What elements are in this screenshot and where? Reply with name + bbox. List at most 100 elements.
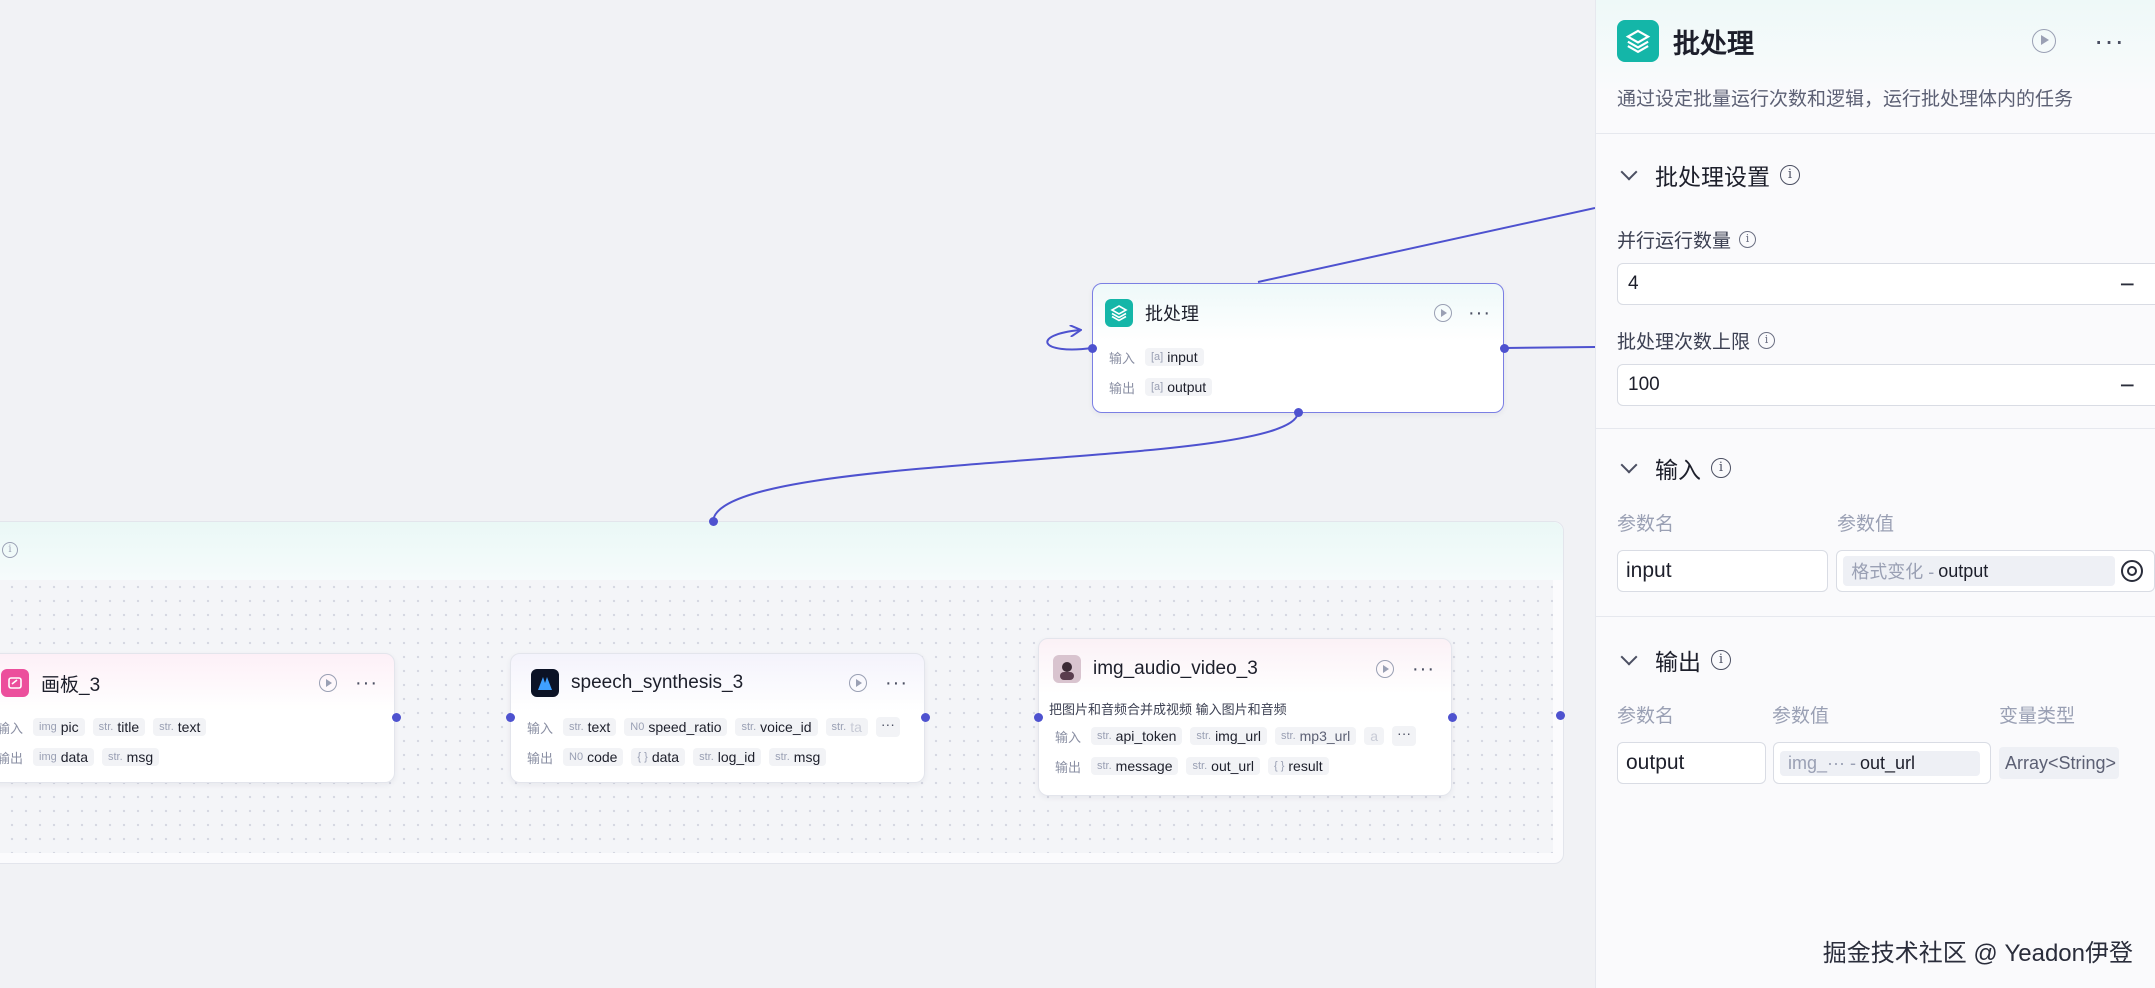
node-settings-panel: 批处理 ··· 通过设定批量运行次数和逻辑，运行批处理体内的任务 批处理设置 i… xyxy=(1595,0,2155,988)
speech-output-port[interactable] xyxy=(921,713,930,722)
field-label: 并行运行数量 xyxy=(1617,231,1732,252)
param-value-reference[interactable]: 格式变化 -output xyxy=(1836,550,2155,592)
workflow-canvas[interactable]: i 批处理 ··· 输入 [a]input 输出 [a]output xyxy=(0,0,1595,988)
more-options-icon[interactable]: ··· xyxy=(355,672,378,694)
decrement-button[interactable]: − xyxy=(2119,369,2135,400)
more-options-icon[interactable]: ··· xyxy=(2094,25,2125,56)
section-toggle[interactable]: 批处理设置 i xyxy=(1617,158,2155,192)
info-icon[interactable]: i xyxy=(1711,458,1731,478)
wire-batch-loop xyxy=(1046,330,1093,351)
field-label: 批处理次数上限 xyxy=(1617,332,1751,353)
param-name-input[interactable]: input xyxy=(1617,550,1829,592)
img-audio-video-node[interactable]: img_audio_video_3 ··· 把图片和音频合并成视频 输入图片和音… xyxy=(1038,638,1452,796)
wire-batch-upper xyxy=(1257,207,1595,283)
layers-icon xyxy=(1105,299,1133,327)
input-label: 输入 xyxy=(1055,729,1082,745)
video-node-title: img_audio_video_3 xyxy=(1093,658,1258,679)
speech-input-port[interactable] xyxy=(506,713,515,722)
run-icon[interactable] xyxy=(1376,660,1395,678)
canvas-output-port[interactable] xyxy=(392,713,401,722)
section-toggle[interactable]: 输出 i xyxy=(1617,643,2155,677)
canvas-node-title: 画板_3 xyxy=(41,674,101,696)
run-icon[interactable] xyxy=(319,674,338,692)
node-description: 把图片和音频合并成视频 输入图片和音频 xyxy=(1049,702,1287,717)
column-header: 参数值 xyxy=(1772,706,1830,727)
run-icon[interactable] xyxy=(2032,29,2057,53)
chevron-down-icon xyxy=(1620,648,1638,666)
input-param-chip: [a]input xyxy=(1145,348,1204,366)
param-chip: { }data xyxy=(631,748,686,766)
more-params-button[interactable]: ··· xyxy=(875,717,900,737)
batch-node[interactable]: 批处理 ··· 输入 [a]input 输出 [a]output xyxy=(1092,283,1504,413)
batch-body-output-port[interactable] xyxy=(1294,408,1303,417)
panel-title: 批处理 xyxy=(1673,28,1754,59)
output-label: 输出 xyxy=(0,750,24,766)
section-heading: 输入 xyxy=(1655,457,1701,483)
section-heading: 批处理设置 xyxy=(1655,164,1770,190)
more-options-icon[interactable]: ··· xyxy=(885,672,908,694)
output-label: 输出 xyxy=(527,750,554,766)
parallel-count-input[interactable]: 4 − + xyxy=(1617,263,2155,305)
panel-description: 通过设定批量运行次数和逻辑，运行批处理体内的任务 xyxy=(1617,89,2074,110)
output-name-input[interactable]: output xyxy=(1617,742,1766,784)
chevron-down-icon xyxy=(1620,163,1638,181)
variable-type-select[interactable]: Array<String> xyxy=(1999,747,2119,779)
batch-output-port[interactable] xyxy=(1500,344,1509,353)
batch-body-end-port[interactable] xyxy=(1556,711,1565,720)
batch-body-port[interactable] xyxy=(709,517,718,526)
decrement-button[interactable]: − xyxy=(2119,268,2135,299)
more-options-icon[interactable]: ··· xyxy=(1468,302,1491,324)
speech-node-title: speech_synthesis_3 xyxy=(571,672,744,693)
video-input-port[interactable] xyxy=(1034,713,1043,722)
param-chip: str.msg xyxy=(769,748,827,766)
param-chip: str.voice_id xyxy=(735,718,818,736)
info-icon[interactable]: i xyxy=(2,542,18,558)
output-label: 输出 xyxy=(1109,380,1136,396)
param-chip: str.ta xyxy=(825,718,868,736)
video-output-port[interactable] xyxy=(1448,713,1457,722)
output-label: 输出 xyxy=(1055,759,1082,775)
more-params-button[interactable]: ··· xyxy=(1392,726,1417,746)
param-chip: str.mp3_url xyxy=(1274,727,1357,745)
param-chip: a xyxy=(1364,727,1385,745)
section-heading: 输出 xyxy=(1655,649,1701,675)
info-icon[interactable]: i xyxy=(1780,165,1800,185)
param-chip: str.msg xyxy=(101,748,160,766)
column-header: 参数值 xyxy=(1837,514,1895,535)
param-chip: { }result xyxy=(1267,757,1329,775)
info-icon[interactable]: i xyxy=(1739,231,1757,248)
output-value-reference[interactable]: img_··· -out_url xyxy=(1773,742,1991,784)
output-param-chip: [a]output xyxy=(1145,378,1213,396)
param-chip: str.api_token xyxy=(1091,727,1183,745)
speech-icon xyxy=(531,669,559,697)
avatar-icon xyxy=(1053,655,1081,683)
column-header: 参数名 xyxy=(1617,706,1675,727)
layers-icon xyxy=(1617,20,1659,62)
run-icon[interactable] xyxy=(1434,304,1453,322)
info-icon[interactable]: i xyxy=(1711,650,1731,670)
more-options-icon[interactable]: ··· xyxy=(1412,658,1435,680)
batch-settings-section: 批处理设置 i 并行运行数量 i 4 − + 批处理次数上限 i 100 − + xyxy=(1596,134,2155,429)
info-icon[interactable]: i xyxy=(1758,332,1776,349)
panel-header: 批处理 ··· 通过设定批量运行次数和逻辑，运行批处理体内的任务 xyxy=(1596,0,2155,134)
column-header: 变量类型 xyxy=(1999,706,2076,727)
board-icon xyxy=(1,669,29,697)
input-section: 输入 i 参数名 参数值 input 格式变化 -output xyxy=(1596,429,2155,617)
watermark: 掘金技术社区 @ Yeadon伊登 xyxy=(1822,940,2133,967)
section-toggle[interactable]: 输入 i xyxy=(1617,451,2155,485)
column-header: 参数名 xyxy=(1617,514,1675,535)
batch-node-title: 批处理 xyxy=(1145,304,1199,324)
wire-batch-to-container xyxy=(712,412,1299,522)
run-icon[interactable] xyxy=(849,674,868,692)
param-chip: str.img_url xyxy=(1190,727,1267,745)
gear-icon[interactable] xyxy=(2121,560,2144,582)
input-label: 输入 xyxy=(0,720,24,736)
input-label: 输入 xyxy=(527,720,554,736)
max-count-input[interactable]: 100 − + xyxy=(1617,364,2155,406)
batch-input-port[interactable] xyxy=(1088,344,1097,353)
